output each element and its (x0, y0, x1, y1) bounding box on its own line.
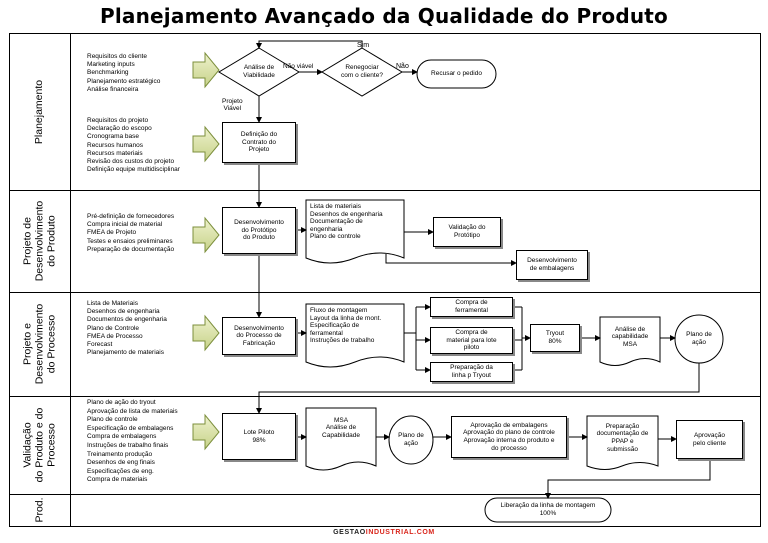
footer-brand-part2: INDUSTRIAL.COM (365, 529, 435, 536)
inputs-planejamento-a: Requisitos do cliente Marketing inputs B… (87, 53, 161, 93)
footer-brand: GESTAOINDUSTRIAL.COM (0, 529, 768, 536)
node-processo-fabricacao: Desenvolvimento do Processo de Fabricaçã… (222, 317, 296, 355)
node-preparacao-linha: Preparação da linha p Tryout (430, 362, 513, 382)
node-desenvolvimento-embalagens: Desenvolvimento de embalagens (516, 250, 588, 280)
node-msa-capabilidade-2: MSA Análise de Capabilidade (322, 416, 360, 439)
lane-separator (9, 190, 760, 191)
edge-label-projeto-viavel: Projeto Viável (222, 98, 243, 112)
lane-divider-vertical (70, 33, 71, 526)
node-liberacao-linha: Liberação da linha de montagem 100% (500, 502, 596, 517)
node-plano-acao-1: Plano de ação (686, 331, 712, 346)
lane-separator (9, 396, 760, 397)
footer-brand-part1: GESTAO (333, 529, 366, 536)
doc-shape-ppap (586, 415, 659, 470)
node-aprovacao-cliente: Aprovação pelo cliente (676, 420, 743, 459)
doc-shape-msa1 (599, 316, 661, 366)
node-recusar-pedido: Recusar o pedido (431, 70, 482, 78)
input-arrow (192, 51, 220, 451)
node-msa-capabilidade-1: Análise de capabilidade MSA (611, 325, 649, 348)
node-tryout: Tryout 80% (530, 324, 580, 352)
node-doc-processo: Fluxo de montagem Layout da linha de mon… (310, 307, 382, 345)
doc-shape-produto (305, 199, 405, 264)
inputs-planejamento-b: Requisitos do projeto Declaração do esco… (87, 117, 180, 174)
node-lote-piloto: Lote Piloto 98% (222, 413, 296, 460)
node-compra-ferramental: Compra de ferramental (430, 297, 513, 317)
inputs-produto: Pré-definição de fornecedores Compra ini… (87, 213, 175, 253)
node-ppap: Preparação documentação de PPAP e submis… (596, 422, 649, 453)
diamond-renegociar (321, 47, 403, 97)
page-title: Planejamento Avançado da Qualidade do Pr… (100, 4, 668, 28)
lane-separator (9, 494, 760, 495)
inputs-validacao: Plano de ação do tryout Aprovação de lis… (87, 399, 178, 484)
inputs-processo: Lista de Materiais Desenhos de engenhari… (87, 300, 167, 357)
node-plano-acao-2: Plano de ação (398, 432, 424, 447)
doc-shape-processo (305, 303, 405, 368)
circle-plano-acao2 (388, 415, 434, 465)
node-doc-produto: Lista de materiais Desenhos de engenhari… (310, 203, 383, 241)
node-aprovacoes: Aprovação de embalagens Aprovação do pla… (451, 416, 567, 458)
lane-separator (9, 292, 760, 293)
diagram-frame (9, 33, 761, 527)
node-validacao-prototipo: Validação do Protótipo (433, 217, 501, 247)
node-analise-viabilidade: Análise de Viabilidade (243, 64, 275, 79)
node-desenvolvimento-prototipo: Desenvolvimento do Protótipo do Produto (222, 207, 296, 254)
edge-label-nao: Não (396, 63, 409, 70)
edge-label-sim: Sim (357, 42, 370, 49)
doc-shape-msa2 (305, 407, 377, 471)
edge-label-nao-viavel: Não viável (283, 63, 314, 70)
node-compra-material: Compra de material para lote piloto (430, 327, 513, 354)
node-renegociar: Renegociar com o cliente? (341, 64, 383, 79)
node-definicao-contrato: Definição do Contrato do Projeto (222, 122, 296, 163)
